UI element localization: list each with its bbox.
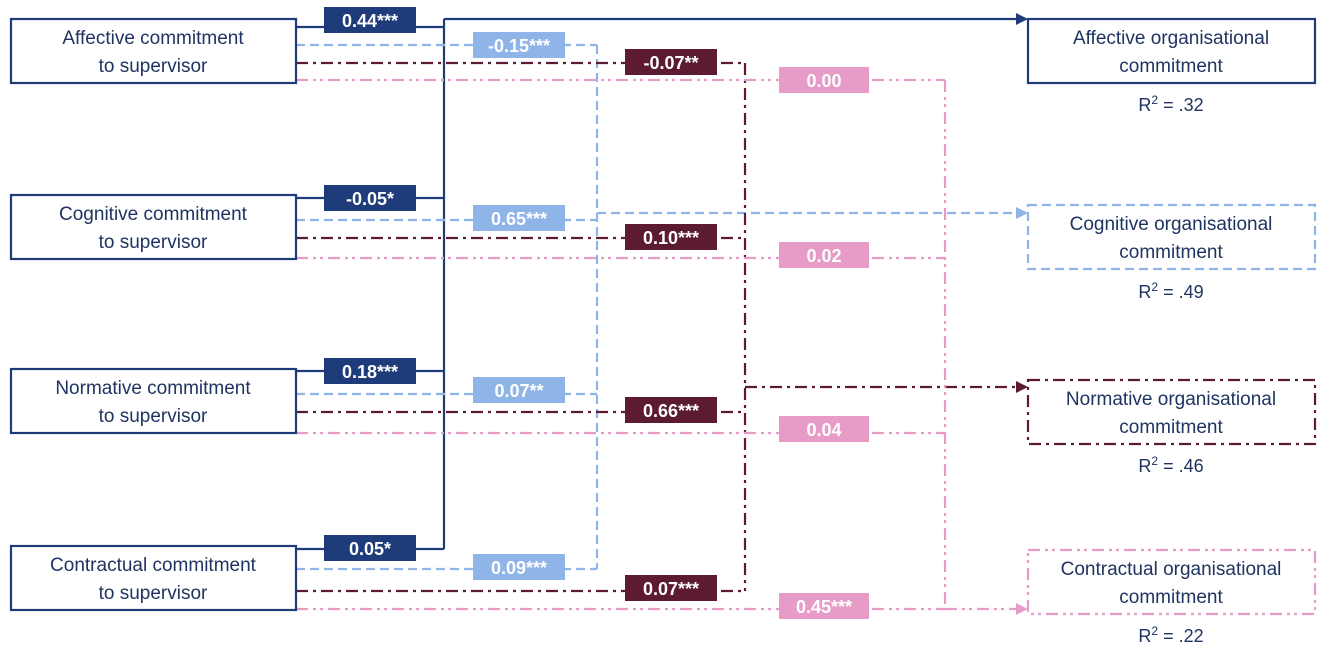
outcome-normative-r2: R2 = .46: [1138, 454, 1203, 476]
svg-text:0.45***: 0.45***: [796, 597, 852, 617]
outcome-contractual-line1: Contractual organisational: [1061, 559, 1282, 580]
outcome-cognitive-line2: commitment: [1119, 242, 1223, 263]
outcome-cognitive: Cognitive organisational commitment R2 =…: [1026, 203, 1317, 302]
svg-text:0.18***: 0.18***: [342, 362, 398, 382]
svg-text:0.05*: 0.05*: [349, 539, 391, 559]
predictor-affective: Affective commitment to supervisor: [9, 17, 298, 85]
outcome-normative-line1: Normative organisational: [1066, 389, 1276, 410]
affective-paths: [296, 13, 1028, 551]
svg-text:0.04: 0.04: [806, 420, 841, 440]
predictor-normative-line2: to supervisor: [99, 406, 208, 427]
predictor-contractual-line1: Contractual commitment: [50, 555, 257, 576]
coef-normative-4: 0.07***: [625, 575, 717, 601]
outcome-affective: Affective organisational commitment R2 =…: [1026, 17, 1317, 115]
svg-text:0.02: 0.02: [806, 246, 841, 266]
predictor-affective-line1: Affective commitment: [62, 28, 244, 49]
cognitive-paths: [296, 43, 1028, 571]
contractual-paths: [296, 78, 1028, 615]
outcome-contractual-line2: commitment: [1119, 587, 1223, 608]
normative-paths: [296, 61, 1028, 593]
predictor-contractual: Contractual commitment to supervisor: [9, 544, 298, 612]
svg-text:0.09***: 0.09***: [491, 558, 547, 578]
coef-contractual-3: 0.04: [779, 416, 869, 442]
coef-cognitive-3: 0.07**: [473, 377, 565, 403]
predictor-normative-line1: Normative commitment: [55, 378, 251, 399]
svg-text:0.00: 0.00: [806, 71, 841, 91]
coef-contractual-4: 0.45***: [779, 593, 869, 619]
coef-affective-1: 0.44***: [324, 7, 416, 33]
coef-normative-2: 0.10***: [625, 224, 717, 250]
outcome-cognitive-r2: R2 = .49: [1138, 280, 1203, 302]
coef-normative-3: 0.66***: [625, 397, 717, 423]
outcome-contractual-r2: R2 = .22: [1138, 624, 1203, 646]
svg-text:0.07***: 0.07***: [643, 579, 699, 599]
svg-text:0.65***: 0.65***: [491, 209, 547, 229]
outcome-affective-line2: commitment: [1119, 56, 1223, 77]
predictor-cognitive: Cognitive commitment to supervisor: [9, 193, 298, 261]
coef-normative-1: -0.07**: [625, 49, 717, 75]
svg-text:0.44***: 0.44***: [342, 11, 398, 31]
coef-affective-3: 0.18***: [324, 358, 416, 384]
predictor-affective-line2: to supervisor: [99, 56, 208, 77]
outcome-normative: Normative organisational commitment R2 =…: [1026, 378, 1317, 476]
svg-text:0.07**: 0.07**: [494, 381, 543, 401]
svg-text:0.66***: 0.66***: [643, 401, 699, 421]
coef-cognitive-1: -0.15***: [473, 32, 565, 58]
coef-contractual-1: 0.00: [779, 67, 869, 93]
svg-text:-0.15***: -0.15***: [488, 36, 550, 56]
predictor-cognitive-line1: Cognitive commitment: [59, 204, 248, 225]
coef-affective-2: -0.05*: [324, 185, 416, 211]
coef-contractual-2: 0.02: [779, 242, 869, 268]
predictor-cognitive-line2: to supervisor: [99, 232, 208, 253]
coef-affective-4: 0.05*: [324, 535, 416, 561]
outcome-cognitive-line1: Cognitive organisational: [1070, 214, 1273, 235]
outcome-normative-line2: commitment: [1119, 417, 1223, 438]
coef-cognitive-4: 0.09***: [473, 554, 565, 580]
svg-text:-0.05*: -0.05*: [346, 189, 394, 209]
coef-cognitive-2: 0.65***: [473, 205, 565, 231]
outcome-affective-line1: Affective organisational: [1073, 28, 1269, 49]
predictor-normative: Normative commitment to supervisor: [9, 367, 298, 435]
predictor-contractual-line2: to supervisor: [99, 583, 208, 604]
svg-text:0.10***: 0.10***: [643, 228, 699, 248]
outcome-affective-r2: R2 = .32: [1138, 93, 1203, 115]
svg-text:-0.07**: -0.07**: [643, 53, 698, 73]
outcome-contractual: Contractual organisational commitment R2…: [1026, 548, 1317, 646]
